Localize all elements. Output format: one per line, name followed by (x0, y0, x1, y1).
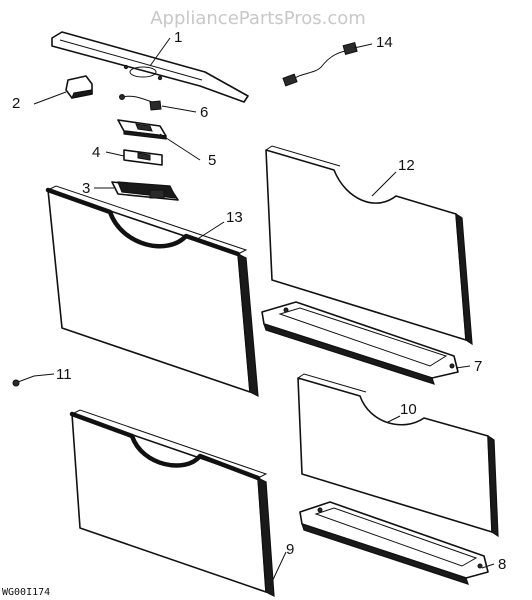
callout-6: 6 (200, 104, 208, 121)
part-9-lower-door (69, 409, 275, 598)
leader-6 (161, 105, 197, 113)
callouts: 1 2 3 4 5 6 7 8 9 10 11 12 13 14 (12, 29, 506, 573)
callout-1: 1 (174, 29, 182, 46)
callout-7: 7 (474, 358, 482, 375)
part-4-switch-plate (123, 149, 163, 166)
leader-5 (159, 133, 201, 161)
part-1-control-panel (51, 31, 249, 103)
callout-13: 13 (226, 209, 243, 226)
leader-4 (105, 151, 125, 157)
callout-14: 14 (376, 34, 393, 51)
part-8-lower-tray (299, 501, 489, 585)
leader-12 (371, 171, 397, 197)
leader-1 (149, 37, 171, 67)
part-11-screw (12, 375, 35, 387)
leader-8 (481, 563, 495, 569)
part-2-knob (65, 75, 93, 99)
leader-7 (455, 365, 471, 369)
part-14-wire-harness (282, 41, 358, 87)
part-12-upper-liner (265, 145, 473, 346)
part-10-lower-liner (297, 373, 499, 538)
callout-10: 10 (400, 401, 417, 418)
leader-10 (387, 415, 401, 423)
callout-9: 9 (286, 541, 294, 558)
callout-4: 4 (92, 144, 100, 161)
callout-5: 5 (208, 152, 216, 169)
leader-9 (269, 551, 287, 587)
callout-2: 2 (12, 95, 20, 112)
callout-11: 11 (56, 366, 72, 383)
leader-lines (33, 37, 495, 587)
part-13-upper-door (45, 185, 259, 398)
leader-14 (353, 43, 373, 49)
callout-3: 3 (82, 180, 90, 197)
drawing-id: WG00I174 (2, 587, 50, 598)
part-7-upper-tray (261, 301, 459, 385)
leader-11 (33, 373, 55, 377)
part-5-switch-housing (117, 119, 167, 140)
leader-2 (33, 91, 67, 105)
callout-12: 12 (398, 157, 415, 174)
leader-13 (195, 221, 225, 241)
part-6-wire (119, 94, 162, 111)
part-3-switch-assembly (111, 181, 179, 201)
site-watermark: AppliancePartsPros.com (150, 8, 366, 29)
callout-8: 8 (498, 556, 506, 573)
